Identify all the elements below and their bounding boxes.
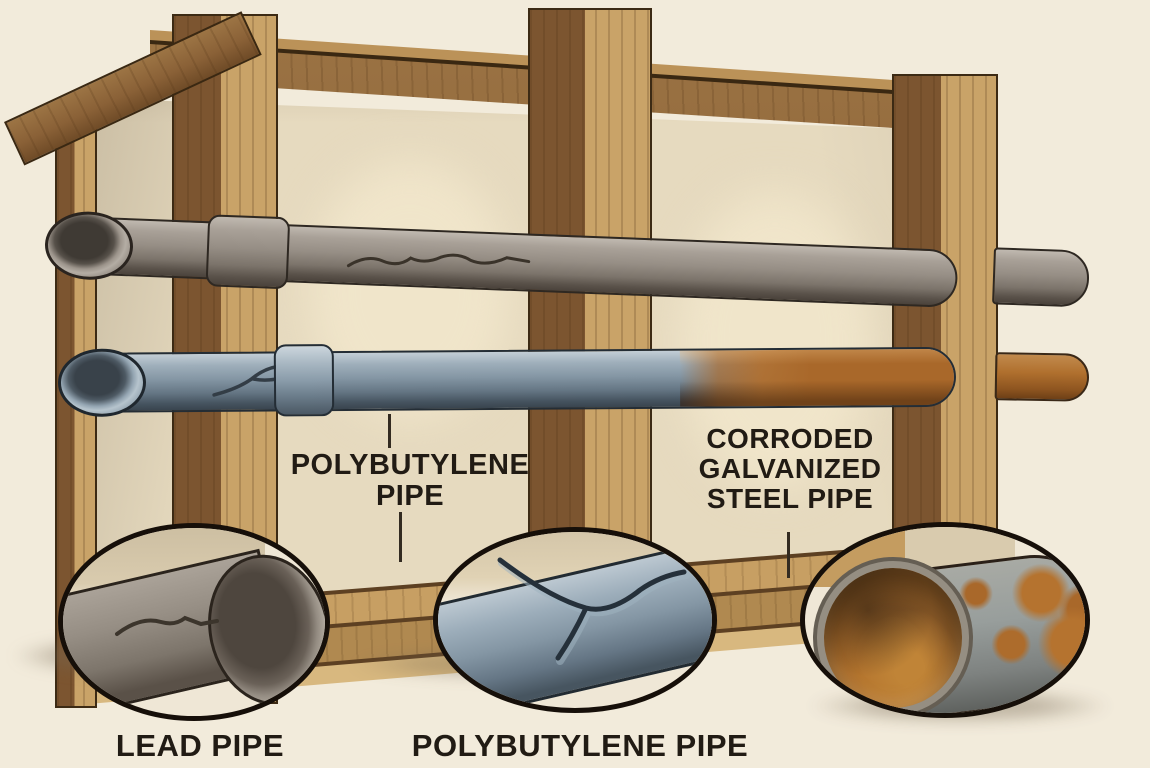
drywall-highlight-right xyxy=(670,180,880,500)
corroded-galvanized-section xyxy=(679,348,955,407)
label-polybutylene-pipe: POLYBUTYLENE PIPE xyxy=(255,449,565,513)
label-line: CORRODED xyxy=(706,423,874,454)
label-line: STEEL PIPE xyxy=(706,483,874,515)
inset-corroded-pipe xyxy=(800,522,1090,718)
inset-polybutylene-pipe xyxy=(433,527,717,713)
polybutylene-pipe xyxy=(57,344,958,418)
leader-line-corroded xyxy=(787,532,790,578)
polybutylene-pipe-coupling xyxy=(273,344,335,417)
lead-pipe xyxy=(43,210,961,313)
label-line: PIPE xyxy=(375,480,445,513)
inset-polybutylene-pipe-crack xyxy=(497,557,690,665)
label-line: GALVANIZED xyxy=(698,453,882,485)
lead-pipe-coupling xyxy=(205,214,291,290)
lead-pipe-crack xyxy=(346,253,531,268)
leader-line-polybutylene-top xyxy=(388,414,391,448)
leader-line-polybutylene-bottom xyxy=(399,512,402,562)
inset-corroded-pipe-opening xyxy=(817,561,969,713)
corroded-pipe-stub xyxy=(994,352,1090,402)
label-line: POLYBUTYLENE xyxy=(290,449,530,481)
lead-pipe-stub xyxy=(992,247,1090,308)
label-corroded-galvanized: CORRODED GALVANIZED STEEL PIPE xyxy=(640,423,940,515)
inset-lead-pipe xyxy=(58,523,330,721)
inset-lead-pipe-crack xyxy=(115,615,219,636)
caption-polybutylene-pipe: POLYBUTYLENE PIPE xyxy=(411,728,749,763)
polybutylene-pipe-open-end xyxy=(57,348,147,417)
caption-lead-pipe: LEAD PIPE xyxy=(115,728,285,763)
